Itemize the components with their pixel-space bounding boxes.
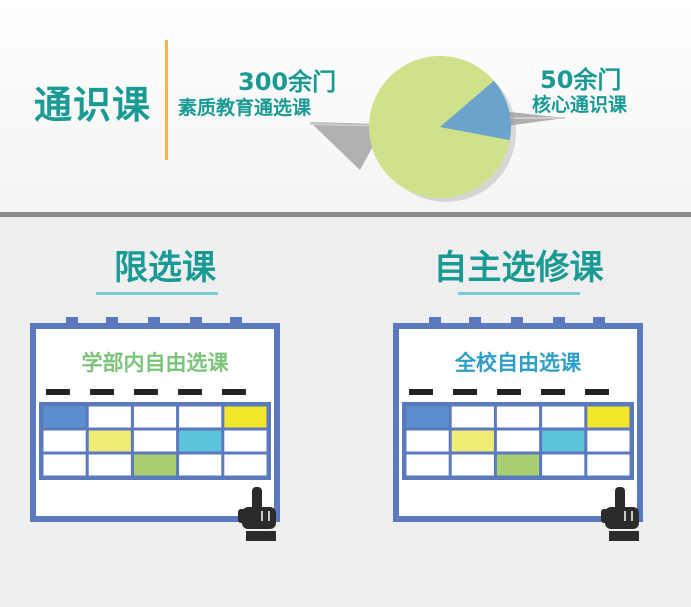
general-course-title: 通识课 [34,83,152,127]
calendar-cell [133,406,177,428]
restricted-title-underline [96,292,218,295]
calendar-cell [179,430,222,452]
elective-count: 300余门 [238,68,337,96]
calendar-cell [542,430,585,452]
title-separator [165,40,168,160]
calendar-cell [224,430,267,452]
weekday-dash [453,389,477,395]
calendar-cell [406,430,449,452]
calendar-cell [406,454,449,476]
weekday-dash [409,389,433,395]
calendar-cell [133,454,177,476]
calendar-free: 全校自由选课 [393,317,643,547]
calendar-cell [496,406,540,428]
calendar-cell [179,454,222,476]
calendar-cell [587,406,630,428]
core-label: 核心通识课 [532,94,628,116]
calendar-cell [587,454,630,476]
calendar-cell [451,454,494,476]
section-divider [0,212,691,217]
calendar-cell [496,430,540,452]
calendar-cell [43,454,86,476]
calendar-cell [224,454,267,476]
calendar-label: 全校自由选课 [455,351,581,375]
calendar-graphic [393,317,643,541]
calendar-cell [406,406,449,428]
core-count: 50余门 [540,66,622,94]
calendar-cell [451,430,494,452]
weekday-dash [90,389,114,395]
calendar-cell [88,430,131,452]
calendar-footer [42,483,268,511]
weekday-dash [46,389,70,395]
calendar-cell [451,406,494,428]
calendar-cell [224,406,267,428]
calendar-cell [88,406,131,428]
calendar-cell [43,406,86,428]
pointing-hand-icon [601,487,639,541]
calendar-cell [88,454,131,476]
pie-slice-elective [369,55,510,199]
calendar-cell [542,454,585,476]
calendar-cell [587,430,630,452]
calendar-cell [43,430,86,452]
calendar-label: 学部内自由选课 [81,351,229,375]
pie-slice-core [440,80,511,141]
calendar-cell [133,430,177,452]
calendar-header [405,335,631,385]
calendar-footer [405,483,631,511]
free-title-underline [458,292,580,295]
weekday-dash [585,389,609,395]
calendar-cell [542,406,585,428]
weekday-dash [541,389,565,395]
weekday-dash [222,389,246,395]
calendar-cell [496,454,540,476]
elective-label: 素质教育通选课 [178,97,312,119]
pointing-hand-icon [238,487,276,541]
weekday-dash [178,389,202,395]
course-pie-chart [369,55,516,202]
calendar-header [42,335,268,385]
calendar-graphic [30,317,280,541]
free-elective-title: 自主选修课 [433,248,604,288]
header-panel [0,0,691,212]
restricted-elective-title: 限选课 [114,248,216,288]
weekday-dash [497,389,521,395]
calendar-cell [179,406,222,428]
calendar-restricted: 学部内自由选课 [30,317,280,547]
weekday-dash [134,389,158,395]
